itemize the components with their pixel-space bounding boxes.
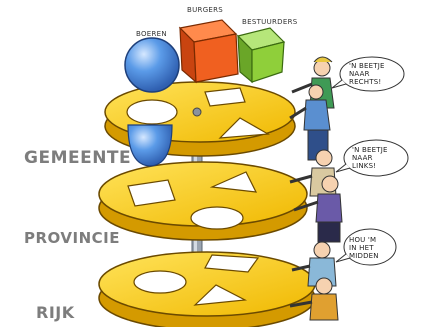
square-hole-gemeente — [204, 87, 246, 107]
square-hole-rijk — [204, 254, 260, 273]
speech-text-top: 'N BEETJE NAAR RECHTS! — [349, 62, 385, 86]
circle-hole-gemeente — [126, 99, 178, 125]
burgers-cube — [178, 19, 239, 84]
level-rijk: RIJK — [36, 303, 75, 322]
label-bestuurders: BESTUURDERS — [242, 18, 298, 26]
people-middle — [289, 149, 343, 243]
speech-text-middle: 'N BEETJE NAAR LINKS! — [352, 146, 388, 170]
speech-bubble-top — [331, 56, 405, 92]
triangle-hole-provincie — [209, 171, 258, 193]
boeren-ball — [124, 37, 180, 93]
triangle-hole-rijk — [193, 284, 248, 306]
level-provincie: PROVINCIE — [24, 229, 120, 247]
bestuurders-prism — [236, 27, 286, 84]
triangle-hole-gemeente — [218, 117, 270, 139]
label-boeren: BOEREN — [136, 30, 167, 38]
disc-provincie — [98, 161, 308, 241]
square-hole-provincie — [127, 179, 176, 207]
people-top — [289, 56, 335, 161]
speech-bubble-middle — [335, 139, 409, 177]
level-gemeente: GEMEENTE — [24, 148, 132, 168]
ball-passing-through — [127, 124, 173, 167]
speech-text-bottom: HOU 'M IN HET MIDDEN — [349, 236, 379, 260]
circle-hole-rijk — [133, 270, 187, 294]
disc-rijk — [98, 251, 316, 327]
label-burgers: BURGERS — [187, 6, 224, 14]
people-bottom — [289, 241, 339, 321]
circle-hole-provincie — [190, 206, 244, 230]
speech-bubble-bottom — [335, 228, 397, 266]
